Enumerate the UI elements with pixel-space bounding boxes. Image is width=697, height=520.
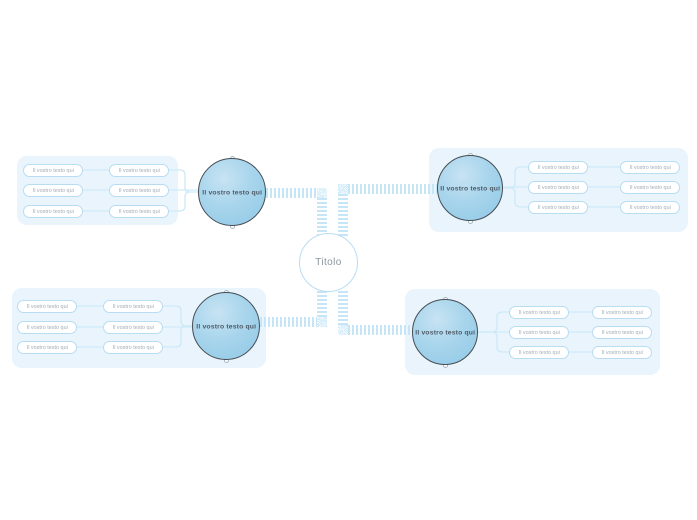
- connector-line: [162, 325, 187, 348]
- connector-line: [162, 305, 193, 327]
- connector-line: [491, 331, 510, 353]
- branch-node-label: Il vostro testo qui: [415, 328, 475, 336]
- connector-line: [509, 187, 529, 208]
- subtopic-pill[interactable]: Il vostro testo qui: [620, 160, 680, 174]
- subtopic-label: Il vostro testo qui: [601, 348, 643, 356]
- trunk-track-top-right-horizontal: [348, 184, 437, 194]
- subtopic-pill[interactable]: Il vostro testo qui: [23, 183, 83, 197]
- subtopic-label: Il vostro testo qui: [112, 302, 154, 310]
- branch-node-label: Il vostro testo qui: [202, 188, 262, 196]
- trunk-track-bottom-right-horizontal: [348, 325, 412, 335]
- subtopic-pill[interactable]: Il vostro testo qui: [103, 320, 163, 334]
- branch-node-label: Il vostro testo qui: [196, 322, 256, 330]
- subtopic-pill[interactable]: Il vostro testo qui: [109, 204, 169, 218]
- trunk-track-top-left-horizontal: [266, 188, 317, 198]
- trunk-track-bottom-left-vertical: [317, 290, 327, 317]
- subtopic-pill[interactable]: Il vostro testo qui: [509, 305, 569, 319]
- connector-line: [168, 169, 199, 193]
- central-topic-label: Titolo: [315, 257, 342, 268]
- trunk-track-corner-fan: [317, 188, 327, 198]
- subtopic-label: Il vostro testo qui: [118, 207, 160, 215]
- trunk-track-bottom-right-vertical: [338, 290, 348, 325]
- subtopic-pill[interactable]: Il vostro testo qui: [620, 180, 680, 194]
- subtopic-label: Il vostro testo qui: [629, 163, 671, 171]
- branch-node-top-right[interactable]: Il vostro testo qui: [437, 155, 503, 221]
- trunk-track-corner-fan: [338, 325, 348, 335]
- trunk-track-corner-fan: [317, 317, 327, 327]
- central-topic-node[interactable]: Titolo: [299, 233, 358, 292]
- subtopic-pill[interactable]: Il vostro testo qui: [103, 299, 163, 313]
- subtopic-label: Il vostro testo qui: [518, 348, 560, 356]
- subtopic-pill[interactable]: Il vostro testo qui: [103, 340, 163, 354]
- subtopic-pill[interactable]: Il vostro testo qui: [23, 204, 83, 218]
- subtopic-label: Il vostro testo qui: [26, 323, 68, 331]
- subtopic-label: Il vostro testo qui: [537, 203, 579, 211]
- subtopic-pill[interactable]: Il vostro testo qui: [620, 200, 680, 214]
- subtopic-label: Il vostro testo qui: [112, 343, 154, 351]
- subtopic-label: Il vostro testo qui: [32, 207, 74, 215]
- subtopic-pill[interactable]: Il vostro testo qui: [509, 345, 569, 359]
- subtopic-pill[interactable]: Il vostro testo qui: [17, 299, 77, 313]
- subtopic-pill[interactable]: Il vostro testo qui: [109, 183, 169, 197]
- subtopic-label: Il vostro testo qui: [601, 328, 643, 336]
- subtopic-label: Il vostro testo qui: [32, 186, 74, 194]
- subtopic-pill[interactable]: Il vostro testo qui: [17, 320, 77, 334]
- branch-node-bottom-right[interactable]: Il vostro testo qui: [412, 299, 478, 365]
- connector-line: [502, 166, 529, 189]
- subtopic-label: Il vostro testo qui: [537, 163, 579, 171]
- subtopic-pill[interactable]: Il vostro testo qui: [528, 200, 588, 214]
- subtopic-label: Il vostro testo qui: [629, 183, 671, 191]
- trunk-track-corner-fan: [338, 184, 348, 194]
- trunk-track-top-right-vertical: [338, 194, 348, 236]
- subtopic-label: Il vostro testo qui: [537, 183, 579, 191]
- subtopic-label: Il vostro testo qui: [26, 302, 68, 310]
- subtopic-label: Il vostro testo qui: [26, 343, 68, 351]
- subtopic-label: Il vostro testo qui: [518, 328, 560, 336]
- subtopic-label: Il vostro testo qui: [118, 186, 160, 194]
- subtopic-pill[interactable]: Il vostro testo qui: [528, 160, 588, 174]
- subtopic-label: Il vostro testo qui: [32, 166, 74, 174]
- subtopic-pill[interactable]: Il vostro testo qui: [23, 163, 83, 177]
- subtopic-label: Il vostro testo qui: [118, 166, 160, 174]
- branch-node-top-left[interactable]: Il vostro testo qui: [198, 158, 266, 226]
- subtopic-label: Il vostro testo qui: [518, 308, 560, 316]
- branch-node-bottom-left[interactable]: Il vostro testo qui: [192, 292, 260, 360]
- subtopic-pill[interactable]: Il vostro testo qui: [17, 340, 77, 354]
- subtopic-label: Il vostro testo qui: [112, 323, 154, 331]
- trunk-track-bottom-left-horizontal: [260, 317, 317, 327]
- subtopic-pill[interactable]: Il vostro testo qui: [592, 325, 652, 339]
- subtopic-label: Il vostro testo qui: [629, 203, 671, 211]
- subtopic-pill[interactable]: Il vostro testo qui: [509, 325, 569, 339]
- connector-line: [168, 191, 191, 212]
- subtopic-pill[interactable]: Il vostro testo qui: [528, 180, 588, 194]
- subtopic-pill[interactable]: Il vostro testo qui: [109, 163, 169, 177]
- branch-node-label: Il vostro testo qui: [440, 184, 500, 192]
- trunk-track-top-left-vertical: [317, 198, 327, 236]
- connector-line: [477, 311, 510, 333]
- subtopic-pill[interactable]: Il vostro testo qui: [592, 345, 652, 359]
- subtopic-pill[interactable]: Il vostro testo qui: [592, 305, 652, 319]
- subtopic-label: Il vostro testo qui: [601, 308, 643, 316]
